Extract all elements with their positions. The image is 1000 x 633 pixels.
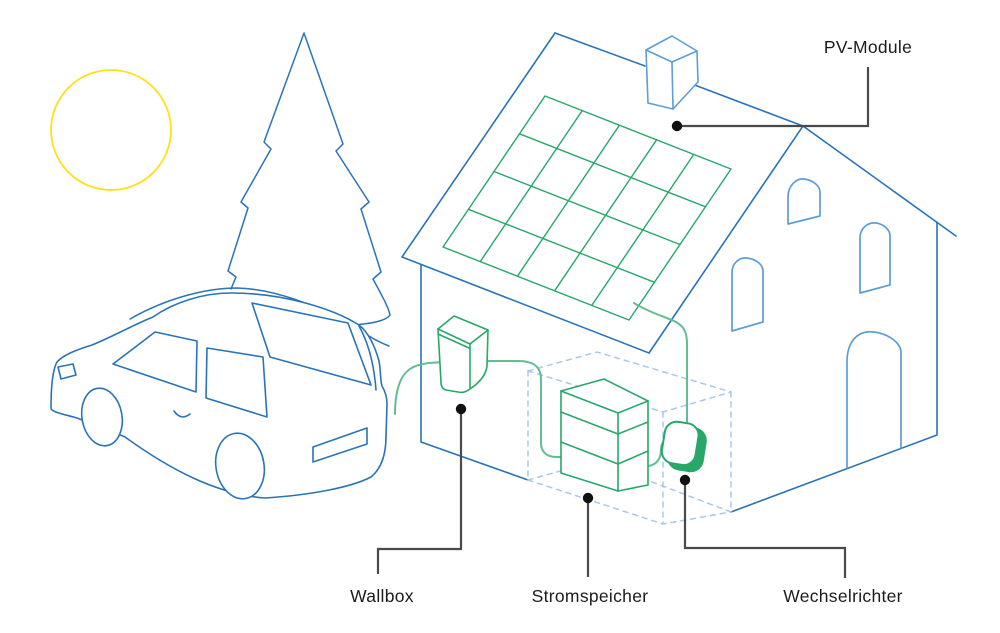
wechselrichter-label: Wechselrichter [783,586,903,606]
wall-left [420,264,529,481]
wallbox-body [437,315,489,394]
window-middle [859,222,891,294]
inverter [660,420,707,473]
car-wheel-rear [214,432,266,500]
car-window-front [112,331,198,393]
cable-wallbox-to-car [394,361,444,415]
roof-right-slope [802,125,957,237]
battery-storage [560,378,649,492]
car [50,292,388,500]
car-body [50,292,388,499]
wechselrichter-dot [679,474,691,486]
wall-right [730,221,938,513]
tree [227,32,391,326]
pv-module-dot [671,120,683,132]
wallbox-label: Wallbox [350,586,414,606]
wallbox-callout-line [376,409,463,574]
wechselrichter-callout-line [683,480,847,578]
battery-body [560,378,649,492]
car-window-back [251,302,372,386]
roof-eave-front [401,256,650,354]
roof-ridge [554,32,804,127]
car-wheel-front [80,387,124,447]
callouts [376,67,870,578]
pv-panel [442,95,732,321]
stromspeicher-label: Stromspeicher [532,586,649,606]
chimney [645,35,699,110]
door-arch [846,331,902,469]
car-door-handle [173,410,191,418]
inverter-face [660,420,700,467]
roof-left-edge [401,32,556,258]
callout-dots [455,120,691,504]
roof-gable-edge [648,125,804,354]
window-left [731,257,764,332]
cable-pv-to-inverter [633,302,688,425]
pv-module-callout-line [677,67,870,128]
wallbox-dot [455,403,467,415]
sun-icon [50,69,172,191]
stromspeicher-dot [582,492,594,504]
wallbox [437,315,489,394]
cable-wallbox-to-battery [485,360,562,458]
car-window-rear [205,347,268,418]
window-upper [787,178,821,225]
pv-module-label: PV-Module [824,37,912,57]
car-headlight [57,363,77,380]
car-hatch-line [358,325,377,391]
car-license-plate [312,427,368,463]
